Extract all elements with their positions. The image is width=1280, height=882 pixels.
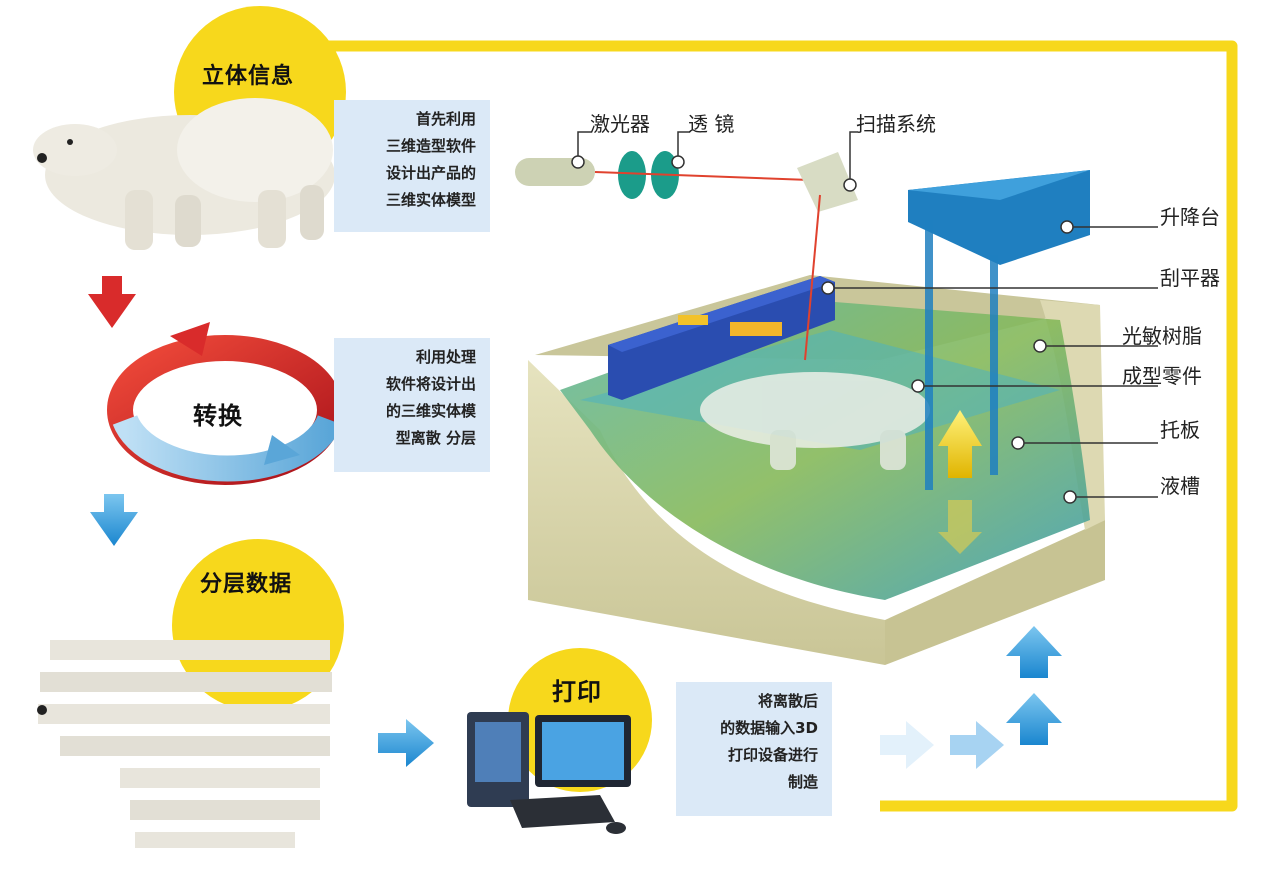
resin-tank	[528, 275, 1105, 665]
up-arrow-upper	[1006, 626, 1062, 678]
convert-ring-icon	[107, 322, 343, 485]
step-info-title: 立体信息	[202, 64, 295, 89]
elevator	[908, 170, 1090, 490]
lift-arrow-down	[938, 500, 982, 554]
info-description: 首先利用 三维造型软件 设计出产品的 三维实体模型	[334, 100, 490, 232]
label-platform: 托板	[1160, 418, 1200, 442]
forming-part-bear	[700, 372, 930, 470]
scraper	[608, 276, 835, 400]
lift-arrow-up	[938, 410, 982, 478]
right-arrow-to-printer	[378, 719, 434, 767]
print-description: 将离散后 的数据输入3D 打印设备进行 制造	[676, 682, 832, 816]
label-scanner: 扫描系统	[856, 112, 936, 136]
lens-1	[618, 151, 646, 199]
up-arrow-lower	[1006, 693, 1062, 745]
step-layer-title: 分层数据	[200, 572, 293, 597]
faded-right-arrow	[880, 721, 934, 769]
label-scraper: 刮平器	[1160, 266, 1220, 290]
layer-circle-bg	[172, 539, 344, 711]
label-resin: 光敏树脂	[1122, 324, 1202, 348]
red-down-arrow	[88, 276, 136, 328]
label-lens: 透 镜	[688, 112, 735, 136]
label-elevator: 升降台	[1160, 205, 1220, 229]
step-print-title: 打印	[552, 678, 602, 706]
label-laser: 激光器	[590, 112, 650, 136]
yellow-flow-line	[318, 40, 1238, 812]
step-convert-title: 转换	[193, 402, 243, 430]
label-part: 成型零件	[1122, 364, 1202, 388]
label-tank: 液槽	[1160, 474, 1200, 498]
scanner-mirror	[797, 152, 858, 212]
laser-beam	[594, 171, 811, 181]
blue-down-arrow	[90, 494, 138, 546]
light-right-arrow	[950, 721, 1004, 769]
polar-bear-image	[33, 98, 335, 250]
laser-spot	[730, 322, 782, 336]
convert-description: 利用处理 软件将设计出 的三维实体模 型离散 分层	[334, 338, 490, 472]
laser-beam-down	[804, 194, 821, 361]
layered-bear-image	[37, 640, 332, 848]
computer-icon	[467, 712, 631, 834]
